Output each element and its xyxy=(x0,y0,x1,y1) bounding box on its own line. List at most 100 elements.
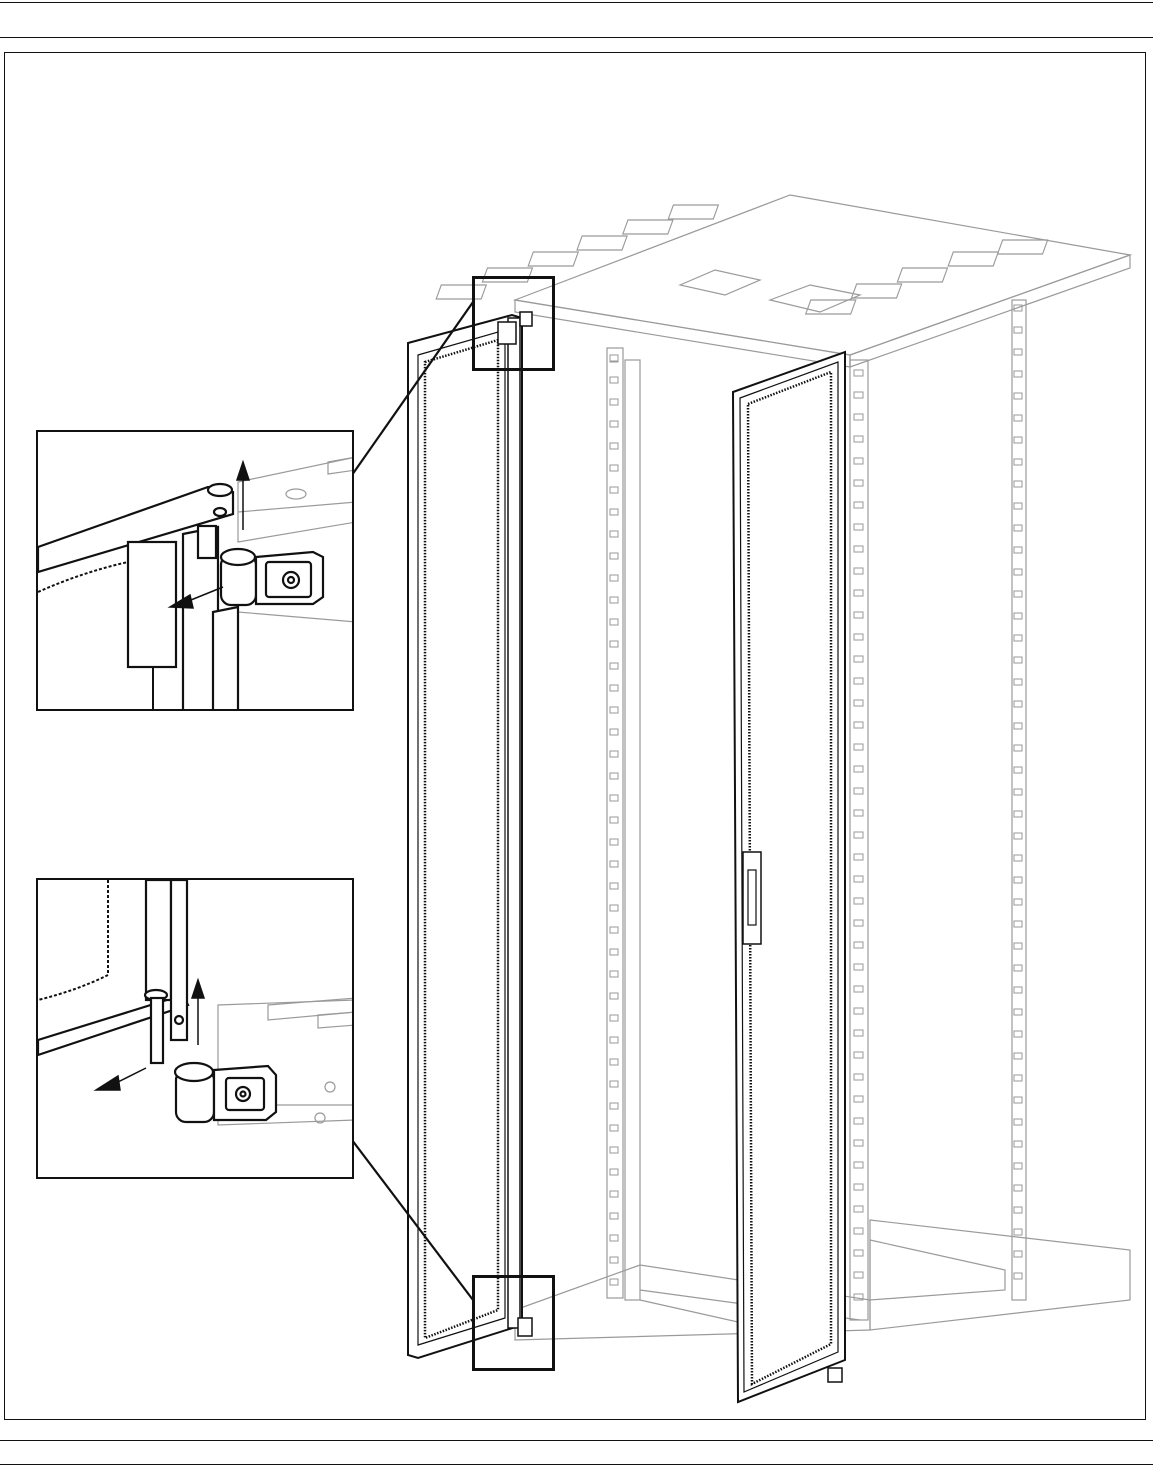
post-perforation xyxy=(854,1272,863,1278)
post-perforation xyxy=(1014,701,1022,707)
post-perforation xyxy=(1014,371,1022,377)
post-perforation xyxy=(610,399,618,405)
post-perforation xyxy=(610,1147,618,1153)
post-perforation xyxy=(1014,1273,1022,1279)
post-perforation xyxy=(1014,1207,1022,1213)
post-perforation xyxy=(1014,833,1022,839)
post-perforation xyxy=(1014,679,1022,685)
post-perforation xyxy=(854,1118,863,1124)
post-perforation xyxy=(610,861,618,867)
post-perforation xyxy=(1014,415,1022,421)
post-perforation xyxy=(1014,987,1022,993)
post-perforation xyxy=(854,634,863,640)
post-perforation xyxy=(854,1140,863,1146)
post-perforation xyxy=(854,1250,863,1256)
post-perforation xyxy=(610,1257,618,1263)
post-perforation xyxy=(1014,613,1022,619)
post-perforation xyxy=(854,590,863,596)
post-perforation xyxy=(610,905,618,911)
post-perforation xyxy=(610,707,618,713)
post-perforation xyxy=(1014,437,1022,443)
post-perforation xyxy=(1014,1251,1022,1257)
post-perforation xyxy=(854,832,863,838)
callout-bottom-hinge xyxy=(36,878,354,1179)
post-perforation xyxy=(610,1037,618,1043)
post-perforation xyxy=(1014,635,1022,641)
post-perforation xyxy=(854,1206,863,1212)
post-perforation xyxy=(1014,899,1022,905)
post-perforation xyxy=(1014,327,1022,333)
post-perforation xyxy=(610,509,618,515)
post-perforation xyxy=(1014,1185,1022,1191)
right-door xyxy=(733,352,845,1402)
post-perforation xyxy=(1014,1075,1022,1081)
post-perforation xyxy=(854,414,863,420)
post-perforation xyxy=(1014,503,1022,509)
post-perforation xyxy=(610,971,618,977)
post-perforation xyxy=(854,678,863,684)
post-perforation xyxy=(854,1228,863,1234)
post-perforation xyxy=(610,949,618,955)
post-perforation xyxy=(610,1103,618,1109)
post-perforation xyxy=(610,597,618,603)
post-perforation xyxy=(1014,745,1022,751)
post-perforation xyxy=(1014,789,1022,795)
post-perforation xyxy=(1014,349,1022,355)
post-perforation xyxy=(854,1162,863,1168)
post-perforation xyxy=(854,370,863,376)
post-perforation xyxy=(610,487,618,493)
post-perforation xyxy=(610,1081,618,1087)
callout-top-hinge xyxy=(36,430,354,711)
zoom-marker-bottom-hinge xyxy=(472,1275,555,1371)
hinge-detail-icon xyxy=(38,880,354,1179)
post-perforation xyxy=(854,766,863,772)
post-perforation xyxy=(854,1052,863,1058)
post-perforation xyxy=(1014,1119,1022,1125)
post-perforation xyxy=(610,1191,618,1197)
post-perforation xyxy=(610,355,618,361)
rack-top-panel xyxy=(515,195,1130,355)
post-perforation xyxy=(610,839,618,845)
post-perforation xyxy=(610,421,618,427)
front-right-post xyxy=(850,360,868,1320)
arrow-up-icon xyxy=(237,462,249,530)
post-perforation xyxy=(854,986,863,992)
post-perforation xyxy=(854,480,863,486)
post-perforation xyxy=(854,1096,863,1102)
post-perforation xyxy=(1014,525,1022,531)
post-perforation xyxy=(610,1169,618,1175)
post-perforation xyxy=(1014,547,1022,553)
zoom-marker-top-hinge xyxy=(472,276,555,371)
post-perforation xyxy=(1014,393,1022,399)
post-perforation xyxy=(854,920,863,926)
post-perforation xyxy=(854,1184,863,1190)
post-perforation xyxy=(1014,1097,1022,1103)
post-perforation xyxy=(854,1074,863,1080)
post-perforation xyxy=(1014,1031,1022,1037)
post-perforation xyxy=(1014,1229,1022,1235)
post-perforation xyxy=(854,876,863,882)
post-perforation xyxy=(854,436,863,442)
hinge-detail-icon xyxy=(38,432,354,711)
post-perforation xyxy=(854,502,863,508)
post-perforation xyxy=(1014,591,1022,597)
post-perforation xyxy=(1014,767,1022,773)
post-perforation xyxy=(610,663,618,669)
post-perforation xyxy=(610,1059,618,1065)
rear-right-post xyxy=(1012,300,1026,1300)
post-perforation xyxy=(610,927,618,933)
post-perforation xyxy=(854,854,863,860)
post-perforation xyxy=(610,1125,618,1131)
post-perforation xyxy=(854,392,863,398)
post-perforation xyxy=(854,524,863,530)
post-perforation xyxy=(854,458,863,464)
post-perforation xyxy=(1014,943,1022,949)
post-perforation xyxy=(1014,1009,1022,1015)
post-perforation xyxy=(854,1030,863,1036)
post-perforation xyxy=(1014,1141,1022,1147)
post-perforation xyxy=(1014,855,1022,861)
post-perforation xyxy=(854,744,863,750)
post-perforation xyxy=(1014,811,1022,817)
post-perforation xyxy=(1014,1163,1022,1169)
